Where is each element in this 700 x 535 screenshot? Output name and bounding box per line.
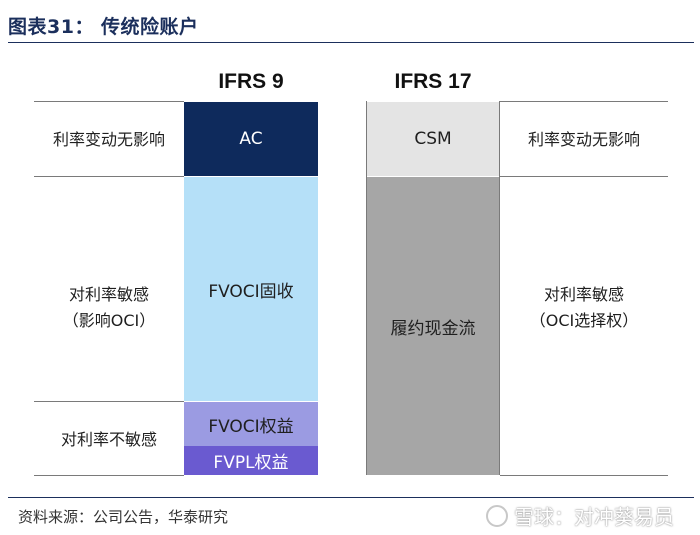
watermark: 雪球：对冲葵易员: [486, 501, 674, 530]
ac-box: AC: [184, 102, 318, 176]
ifrs17-right-edge: [499, 101, 500, 475]
right-label-sensitive-line2: （OCI选择权）: [529, 311, 639, 330]
left-row-line-3: [34, 401, 184, 402]
fvoci-equity-label: FVOCI权益: [208, 416, 294, 437]
left-label-insensitive: 对利率不敏感: [60, 430, 157, 449]
source-note: 资料来源：公司公告，华泰研究: [18, 508, 229, 526]
right-label-no-impact: 利率变动无影响: [527, 130, 640, 149]
left-row-line-2: [34, 176, 184, 177]
snowball-logo-icon: [486, 504, 508, 527]
fvoci-income-label: FVOCI固收: [208, 281, 294, 302]
left-label-sensitive-line2: （影响OCI）: [62, 311, 156, 330]
ifrs9-header: IFRS 9: [218, 70, 284, 93]
right-row-line-2: [500, 176, 668, 177]
left-row-line-top: [34, 101, 184, 102]
title-rule: [8, 42, 694, 43]
right-label-sensitive-line1: 对利率敏感: [543, 285, 624, 304]
figure-title: 图表31： 传统险账户: [8, 16, 199, 38]
csm-label: CSM: [414, 129, 452, 149]
right-row-line-top: [500, 101, 668, 102]
left-label-sensitive-line1: 对利率敏感: [68, 285, 149, 304]
source-rule: [8, 497, 694, 498]
ac-label: AC: [239, 129, 263, 149]
left-label-no-impact: 利率变动无影响: [52, 130, 165, 149]
left-row-line-bottom: [34, 475, 184, 476]
right-label-sensitive: 对利率敏感 （OCI选择权）: [500, 282, 668, 334]
fvoci-income-box: FVOCI固收: [184, 177, 318, 401]
fvpl-equity-box: FVPL权益: [184, 446, 318, 475]
fulfilment-cf-label: 履约现金流: [390, 318, 476, 339]
fulfilment-cf-box: 履约现金流: [367, 177, 499, 475]
left-label-sensitive: 对利率敏感 （影响OCI）: [34, 282, 184, 334]
fvpl-equity-label: FVPL权益: [213, 453, 289, 473]
watermark-text: 雪球：对冲葵易员: [514, 505, 674, 529]
ifrs17-left-edge: [366, 101, 367, 475]
ifrs17-header: IFRS 17: [394, 70, 472, 93]
fvoci-equity-box: FVOCI权益: [184, 402, 318, 446]
right-row-line-bottom: [500, 475, 668, 476]
csm-box: CSM: [367, 102, 499, 176]
